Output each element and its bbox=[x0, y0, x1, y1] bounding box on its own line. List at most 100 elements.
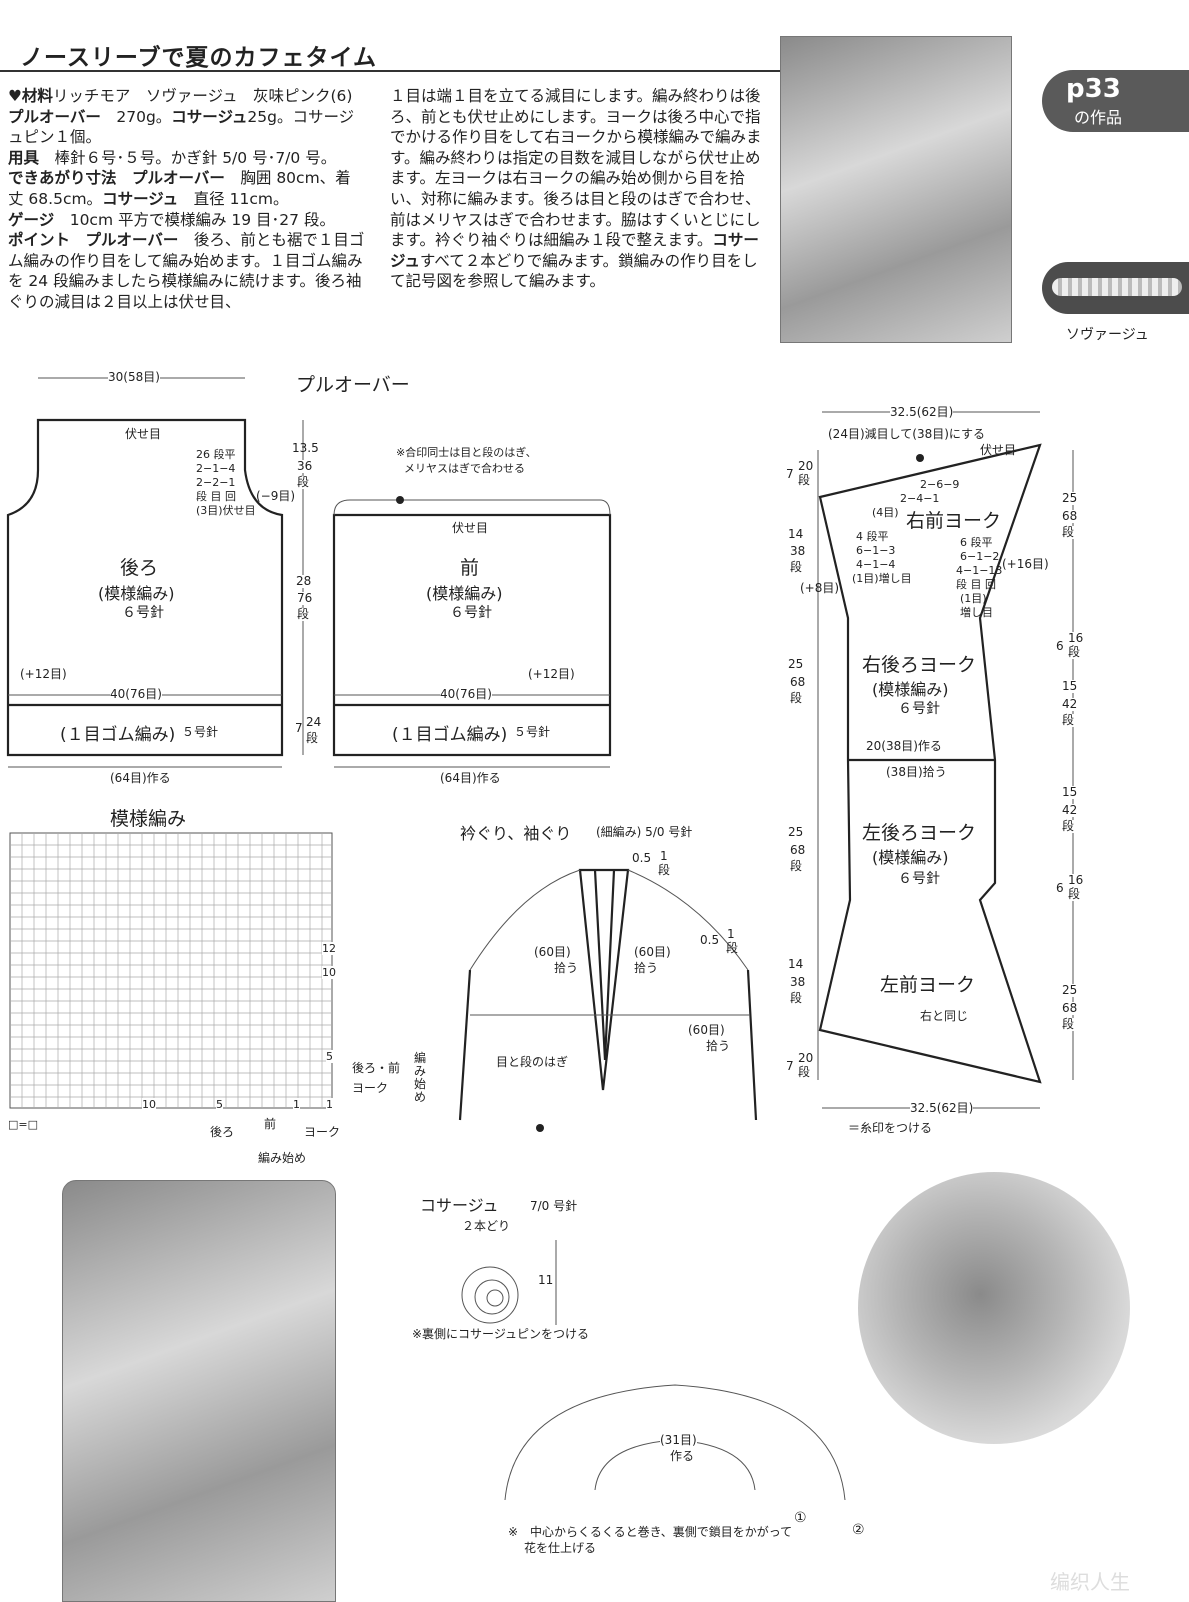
yoke-r5b: 16 bbox=[1068, 873, 1084, 887]
yoke-inc-8: 段 目 回 bbox=[956, 578, 996, 591]
corsage-title: コサージュ bbox=[420, 1196, 499, 1215]
dim-c: 7 bbox=[295, 721, 303, 735]
back-name: 後ろ bbox=[120, 557, 159, 579]
back-rib: (１目ゴム編み) bbox=[60, 725, 176, 745]
back-rib-needle: ５号針 bbox=[182, 725, 219, 739]
chart-yoke: ヨーク bbox=[352, 1081, 389, 1095]
front-note-1: ※合印同士は目と段のはぎ、 bbox=[396, 446, 537, 459]
front-width-mid: 40(76目) bbox=[440, 687, 492, 701]
chart-back: 後ろ bbox=[210, 1125, 235, 1139]
corsage-marker-2: ② bbox=[852, 1522, 865, 1538]
yoke-r1c: 段 bbox=[1062, 525, 1075, 539]
edge-pick-b: (60目) bbox=[634, 945, 671, 959]
yoke-d1: 2−6−9 bbox=[920, 478, 960, 491]
yoke-inc-5: 6 段平 bbox=[960, 536, 993, 549]
yoke-inc-2: 6−1−3 bbox=[856, 544, 896, 557]
yoke-w20: 20(38目)作る bbox=[866, 739, 942, 753]
yoke-inc-10: 増し目 bbox=[960, 606, 993, 619]
yoke-l4c: 段 bbox=[790, 859, 803, 873]
back-cast-on: (64目)作る bbox=[110, 771, 171, 785]
dim-a: 13.5 bbox=[292, 441, 319, 455]
yoke-left-back-pattern: (模様編み) bbox=[872, 848, 949, 867]
chart-legend: □=□ bbox=[8, 1118, 39, 1131]
dim-b: 28 bbox=[296, 574, 312, 588]
yoke-plus8: (+8目) bbox=[800, 581, 840, 595]
edge-h1b: 1 bbox=[660, 849, 668, 863]
yoke-mark: ＝糸印をつける bbox=[848, 1121, 933, 1135]
yoke-d2: 2−4−1 bbox=[900, 492, 940, 505]
yoke-inc-9: (1目) bbox=[960, 592, 987, 605]
model-photo bbox=[780, 36, 1012, 343]
yoke-l3: 25 bbox=[788, 657, 804, 671]
corsage-size: 11 bbox=[538, 1273, 554, 1287]
yoke-left-back-needle: ６号針 bbox=[898, 871, 940, 887]
front-needle: ６号針 bbox=[450, 605, 492, 621]
yoke-l4b: 68 bbox=[790, 843, 806, 857]
yoke-right-back-pattern: (模様編み) bbox=[872, 680, 949, 699]
yoke-r1: 25 bbox=[1062, 491, 1078, 505]
yoke-same: 右と同じ bbox=[920, 1009, 969, 1023]
edge-h2c: 段 bbox=[726, 941, 739, 955]
yoke-plus16: (+16目) bbox=[1002, 557, 1049, 571]
chart-begin-vertical: 編み始め bbox=[414, 1051, 427, 1104]
yarn-swatch bbox=[1042, 262, 1189, 314]
yoke-l1b: 20 bbox=[798, 459, 814, 473]
dim-c2: 24 bbox=[306, 715, 322, 729]
edge-pick-c2: 拾う bbox=[706, 1039, 731, 1053]
yoke-l6b: 20 bbox=[798, 1051, 814, 1065]
edge-pick-a: (60目) bbox=[534, 945, 571, 959]
chart-title: 模様編み bbox=[110, 808, 187, 830]
back-plus12: (+12目) bbox=[20, 667, 67, 681]
yoke-r5: 6 bbox=[1056, 881, 1064, 895]
back-needle: ６号針 bbox=[122, 605, 164, 621]
yoke-inc-4: (1目)増し目 bbox=[852, 572, 912, 585]
yoke-r3c: 段 bbox=[1062, 713, 1075, 727]
dim-b2: 76 bbox=[297, 591, 313, 605]
yoke-l1: 7 bbox=[786, 467, 794, 481]
badge-sub: の作品 bbox=[1074, 108, 1123, 127]
corsage-note-1: ※ 中心からくるくると巻き、裏側で鎖目をかがって bbox=[508, 1525, 793, 1539]
back-dec-5: (3目)伏せ目 bbox=[196, 504, 256, 517]
edge-h2: 0.5 bbox=[700, 933, 720, 947]
chart-col-10: 10 bbox=[142, 1098, 156, 1111]
yoke-l2b: 38 bbox=[790, 544, 806, 558]
edge-pick-c: (60目) bbox=[688, 1023, 725, 1037]
yoke-d3: (4目) bbox=[872, 506, 899, 519]
chart-row-5: 5 bbox=[326, 1050, 333, 1063]
back-dec-2: 2−1−4 bbox=[196, 462, 236, 475]
yoke-r6c: 段 bbox=[1062, 1017, 1075, 1031]
yoke-top-2: (24目)減目して(38目)にする bbox=[828, 427, 986, 441]
yoke-l3c: 段 bbox=[790, 691, 803, 705]
front-note-2: メリヤスはぎで合わせる bbox=[404, 462, 525, 475]
back-bind-off: 伏せ目 bbox=[125, 427, 162, 441]
front-bind-off: 伏せ目 bbox=[452, 521, 489, 535]
yoke-r2c: 段 bbox=[1068, 645, 1081, 659]
yoke-r1b: 68 bbox=[1062, 509, 1078, 523]
yoke-r5c: 段 bbox=[1068, 887, 1081, 901]
pullover-title: プルオーバー bbox=[296, 374, 410, 396]
yoke-r6b: 68 bbox=[1062, 1001, 1078, 1015]
yoke-inc-1: 4 段平 bbox=[856, 530, 889, 543]
chart-begin: 編み始め bbox=[258, 1151, 307, 1165]
badge-number: p33 bbox=[1066, 74, 1121, 104]
yoke-l2: 14 bbox=[788, 527, 804, 541]
chart-yoke-2: ヨーク bbox=[304, 1125, 341, 1139]
yoke-r4c: 段 bbox=[1062, 819, 1075, 833]
corsage-marker-1: ① bbox=[794, 1510, 807, 1526]
front-plus12: (+12目) bbox=[528, 667, 575, 681]
yoke-r2b: 16 bbox=[1068, 631, 1084, 645]
yoke-right-front: 右前ヨーク bbox=[906, 510, 1002, 532]
corsage-photo bbox=[858, 1172, 1130, 1444]
back-dec-3: 2−2−1 bbox=[196, 476, 236, 489]
back-width-mid: 40(76目) bbox=[110, 687, 162, 701]
yoke-r4b: 42 bbox=[1062, 803, 1078, 817]
edge-title: 衿ぐり、袖ぐり bbox=[460, 824, 572, 843]
front-rib-needle: ５号針 bbox=[514, 725, 551, 739]
yarn-label: ソヴァージュ bbox=[1066, 327, 1149, 343]
page-title-bar: ノースリーブで夏のカフェタイム bbox=[0, 36, 780, 72]
yoke-r6: 25 bbox=[1062, 983, 1078, 997]
edge-pick-a2: 拾う bbox=[554, 961, 579, 975]
corsage-chain: (31目) bbox=[660, 1433, 697, 1447]
yoke-inc-6: 6−1−2 bbox=[960, 550, 1000, 563]
dim-a2: 36 bbox=[297, 459, 313, 473]
